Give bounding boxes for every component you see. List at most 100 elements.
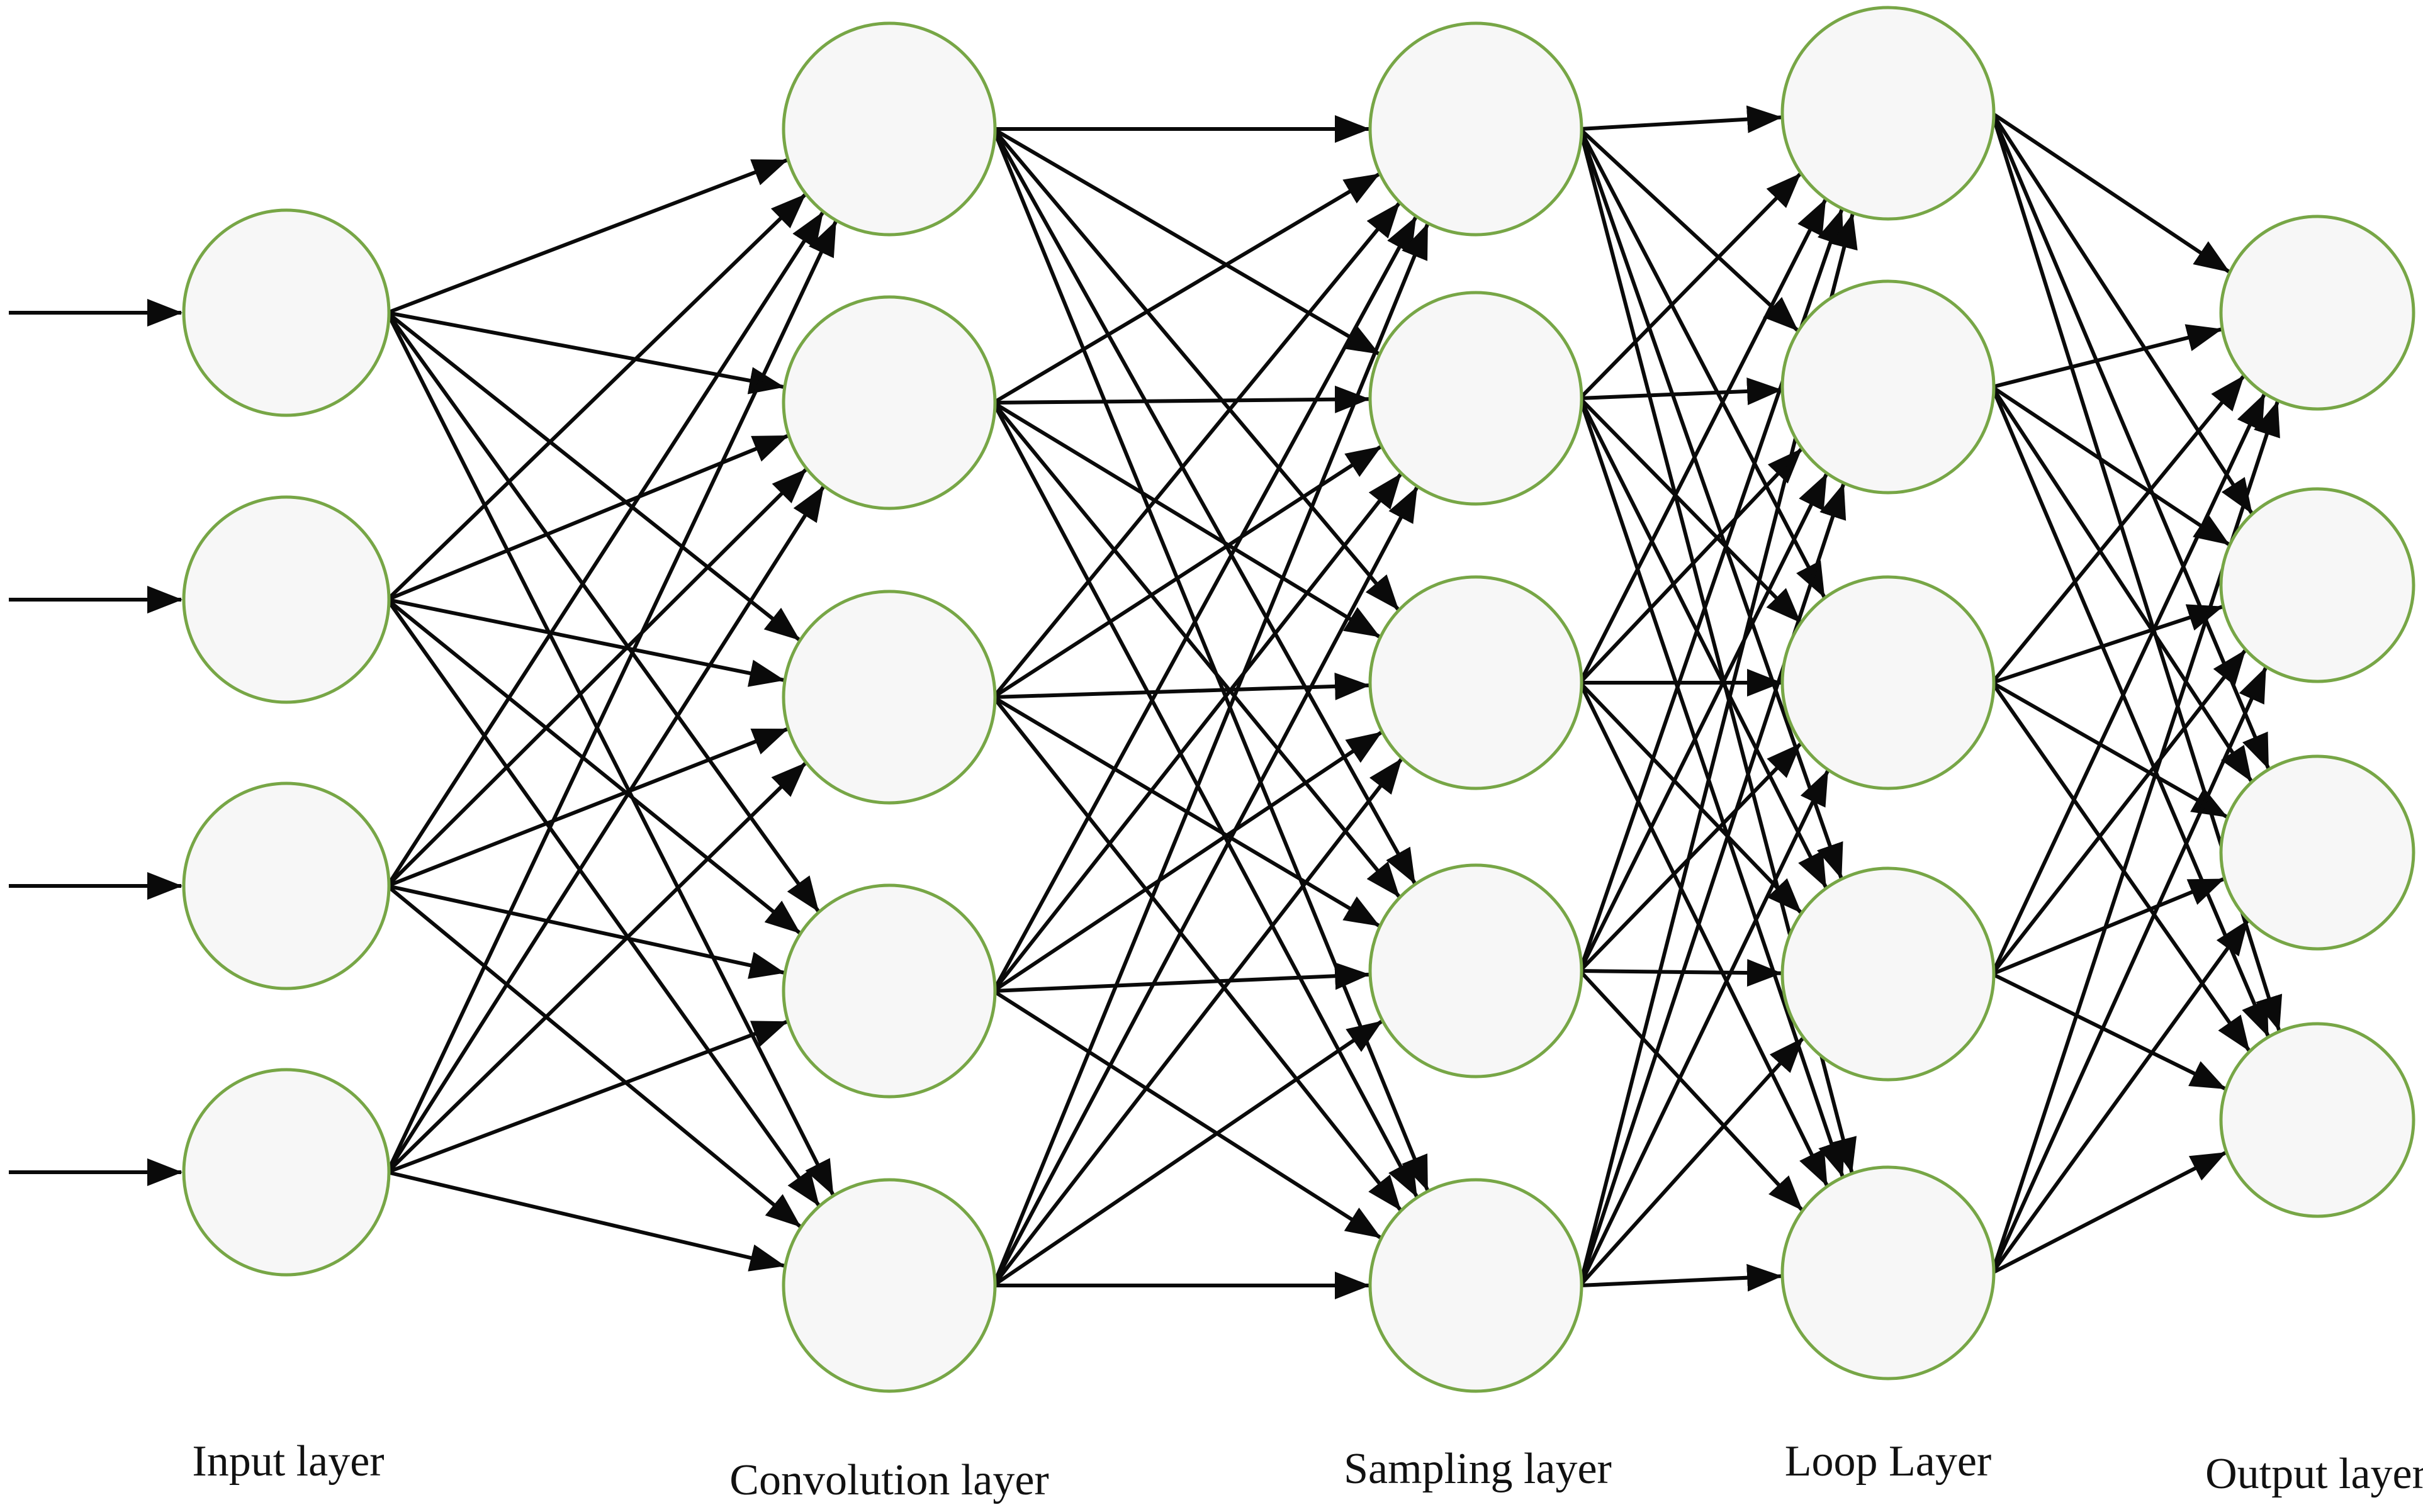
- edge-input-4-to-convolution-2: [386, 486, 825, 1173]
- edge-convolution-5-to-sampling-3: [992, 758, 1403, 1287]
- edge-convolution-3-to-sampling-5: [992, 696, 1402, 1211]
- edge-convolution-2-to-sampling-5: [991, 401, 1419, 1198]
- convolution-node-1: [782, 21, 997, 237]
- edge-input-3-to-convolution-2: [386, 468, 807, 888]
- edge-convolution-2-to-sampling-4: [992, 401, 1401, 898]
- edge-sampling-2-to-loop-2: [1580, 377, 1783, 405]
- input-layer-label: Input layer: [192, 1437, 384, 1486]
- edge-convolution-4-to-sampling-5: [992, 989, 1381, 1240]
- edge-loop-4-to-output-4: [1991, 972, 2227, 1090]
- loop-node-4: [1780, 866, 1996, 1082]
- sampling-node-5: [1368, 1178, 1583, 1393]
- edge-convolution-4-to-sampling-3: [992, 731, 1383, 993]
- edge-input-2-to-convolution-5: [386, 598, 821, 1207]
- convolution-node-3: [782, 590, 997, 805]
- edge-convolution-4-to-sampling-4: [993, 962, 1371, 993]
- edge-convolution-1-to-sampling-3: [992, 128, 1400, 611]
- edge-convolution-4-to-sampling-2: [992, 473, 1402, 992]
- input-node-2: [182, 495, 391, 704]
- edge-sampling-2-to-loop-1: [1578, 172, 1802, 400]
- edge-input-1-to-convolution-4: [386, 311, 820, 912]
- edge-loop-3-to-output-4: [1991, 681, 2251, 1052]
- connections-group: [385, 105, 2283, 1299]
- edge-loop-5-to-output-3: [1991, 919, 2249, 1274]
- edge-input-2-to-convolution-1: [386, 193, 807, 602]
- edge-input-4-to-convolution-3: [386, 762, 807, 1174]
- edge-convolution-5-to-sampling-1: [991, 223, 1429, 1287]
- edge-input-1-to-convolution-5: [385, 311, 835, 1196]
- edge-convolution-2-to-sampling-2: [993, 385, 1371, 413]
- edge-loop-1-to-output-1: [1991, 111, 2230, 274]
- edge-convolution-1-to-sampling-2: [992, 127, 1380, 356]
- edge-sampling-3-to-loop-1: [1578, 198, 1828, 684]
- edge-loop-1-to-output-2: [1990, 112, 2254, 515]
- edge-convolution-5-to-sampling-4: [992, 1019, 1383, 1287]
- edge-convolution-2-to-sampling-3: [992, 401, 1381, 639]
- loop-node-3: [1780, 575, 1996, 790]
- output-node-2: [2219, 487, 2415, 683]
- output-layer-label: Output layer: [2205, 1450, 2423, 1498]
- edge-convolution-2-to-sampling-1: [992, 172, 1380, 405]
- edge-input-2-to-convolution-3: [386, 598, 785, 687]
- edge-loop-3-to-output-1: [1991, 375, 2245, 684]
- edge-sampling-1-to-loop-3: [1578, 128, 1826, 598]
- edge-input-4-to-convolution-5: [386, 1170, 785, 1272]
- edge-sampling-5-to-loop-4: [1578, 1037, 1804, 1287]
- edge-input-3-to-convolution-3: [386, 727, 789, 888]
- edge-convolution-5-to-sampling-2: [991, 486, 1419, 1287]
- input-node-1: [182, 208, 391, 417]
- edge-sampling-1-to-loop-1: [1580, 105, 1783, 133]
- edge-input-1-to-convolution-3: [386, 311, 801, 641]
- sampling-layer-label: Sampling layer: [1344, 1445, 1612, 1493]
- edge-sampling-4-to-loop-5: [1578, 969, 1804, 1211]
- edge-sampling-5-to-loop-3: [1578, 770, 1830, 1287]
- edge-sampling-5-to-loop-5: [1580, 1263, 1783, 1292]
- edge-loop-5-to-output-2: [1990, 666, 2268, 1274]
- loop-node-5: [1780, 1165, 1996, 1380]
- edge-loop-3-to-output-2: [1991, 604, 2223, 685]
- convolution-node-4: [782, 883, 997, 1099]
- edge-sampling-2-to-loop-5: [1578, 398, 1845, 1178]
- edge-sampling-3-to-loop-4: [1578, 681, 1802, 914]
- edge-sampling-3-to-loop-2: [1578, 448, 1803, 685]
- edge-input-4-to-convolution-4: [386, 1020, 789, 1174]
- loop-node-1: [1780, 6, 1996, 221]
- edge-loop-4-to-output-1: [1990, 393, 2266, 975]
- convolution-layer-label: Convolution layer: [729, 1456, 1048, 1504]
- sampling-node-2: [1368, 291, 1583, 506]
- edge-convolution-3-to-sampling-3: [993, 672, 1371, 700]
- edge-loop-2-to-output-2: [1991, 385, 2230, 546]
- edge-input-1-to-convolution-2: [387, 311, 785, 395]
- edge-convolution-1-to-sampling-5: [991, 128, 1429, 1192]
- output-node-3: [2219, 754, 2415, 951]
- edge-input-3-to-convolution-4: [386, 884, 785, 979]
- convolution-node-5: [782, 1178, 997, 1393]
- convolution-node-2: [782, 295, 997, 510]
- sampling-node-3: [1368, 575, 1583, 790]
- edge-sampling-3-to-loop-5: [1578, 681, 1829, 1187]
- edge-input-3-to-convolution-5: [386, 884, 802, 1228]
- edge-sampling-2-to-loop-3: [1578, 396, 1802, 624]
- edge-loop-2-to-output-1: [1991, 324, 2223, 389]
- edge-input-1-to-convolution-1: [386, 158, 789, 315]
- nodes-group: [182, 6, 2415, 1393]
- edge-input-2-to-convolution-4: [386, 598, 801, 934]
- edge-loop-2-to-output-3: [1990, 386, 2253, 782]
- edge-loop-3-to-output-3: [1991, 681, 2228, 819]
- output-node-1: [2219, 215, 2415, 411]
- edge-sampling-5-to-loop-2: [1578, 483, 1847, 1286]
- edge-sampling-4-to-loop-4: [1580, 959, 1783, 987]
- edge-convolution-3-to-sampling-1: [992, 202, 1401, 698]
- sampling-node-1: [1368, 21, 1583, 237]
- output-node-4: [2219, 1022, 2415, 1218]
- sampling-node-4: [1368, 863, 1583, 1078]
- edge-sampling-4-to-loop-2: [1578, 473, 1828, 972]
- edge-loop-2-to-output-4: [1990, 386, 2270, 1038]
- loop-layer-label: Loop Layer: [1785, 1437, 1991, 1486]
- edge-loop-4-to-output-3: [1991, 877, 2225, 976]
- edge-sampling-2-to-loop-4: [1578, 397, 1828, 888]
- edge-input-3-to-convolution-1: [386, 211, 824, 887]
- input-node-3: [182, 781, 391, 990]
- input-node-4: [182, 1068, 391, 1277]
